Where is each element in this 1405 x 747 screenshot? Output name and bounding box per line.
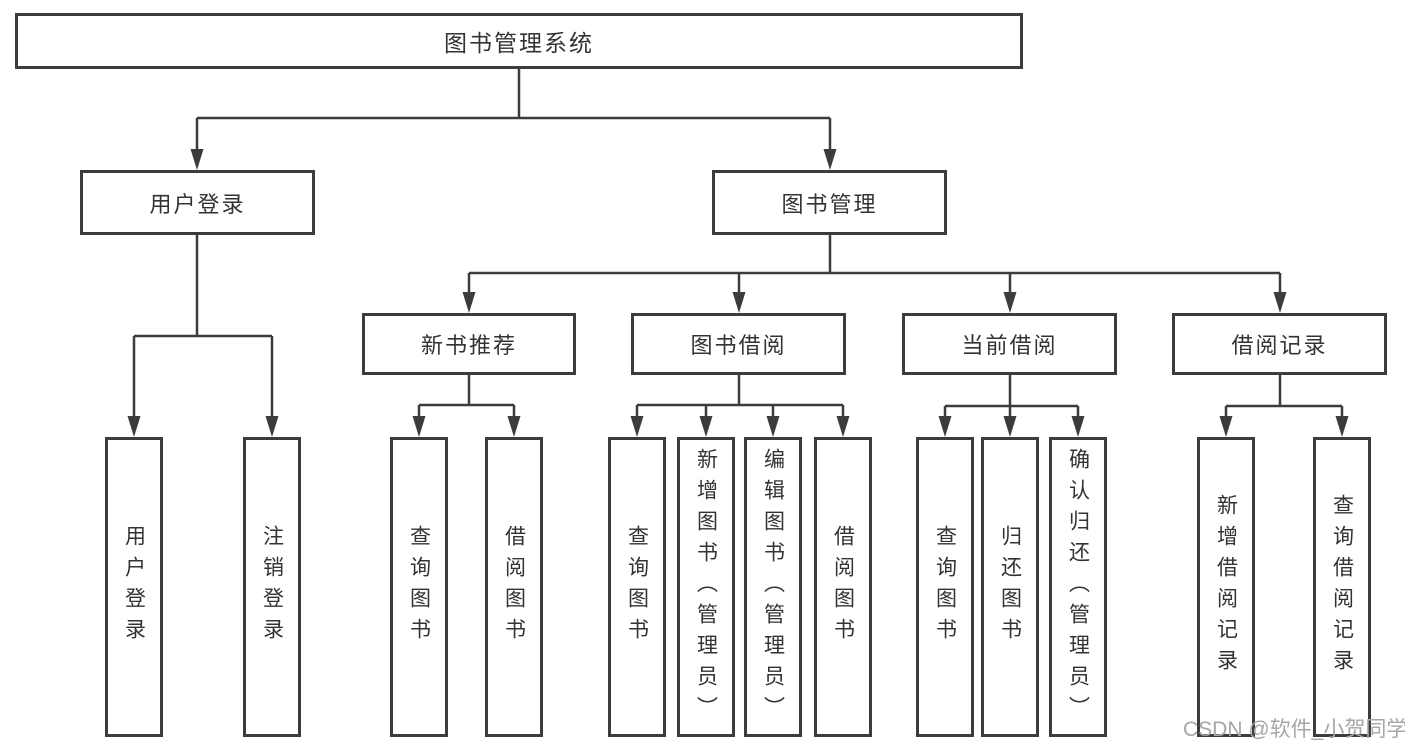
- leaf-query-borrow-record-label: 查询借阅记录: [1330, 494, 1354, 680]
- leaf-logout-label: 注销登录: [260, 525, 284, 649]
- leaf-recommend-borrow-books: 借阅图书: [485, 437, 543, 737]
- node-borrow-records: 借阅记录: [1172, 313, 1387, 375]
- watermark-text: CSDN @软件_小贺同学: [1183, 718, 1405, 741]
- leaf-recommend-borrow-books-label: 借阅图书: [502, 525, 526, 649]
- node-borrow-records-label: 借阅记录: [1231, 333, 1328, 358]
- node-root: 图书管理系统: [15, 13, 1023, 69]
- leaf-recommend-query-books: 查询图书: [390, 437, 448, 737]
- node-book-management: 图书管理: [712, 170, 947, 235]
- leaf-borrow-query-books-label: 查询图书: [625, 525, 649, 649]
- leaf-current-query-books-label: 查询图书: [933, 525, 957, 649]
- leaf-user-login-label: 用户登录: [122, 525, 146, 649]
- leaf-return-book: 归还图书: [981, 437, 1039, 737]
- leaf-edit-book-admin: 编辑图书（管理员）: [744, 437, 802, 737]
- leaf-recommend-query-books-label: 查询图书: [407, 525, 431, 649]
- leaf-return-book-label: 归还图书: [998, 525, 1022, 649]
- leaf-logout: 注销登录: [243, 437, 301, 737]
- node-root-label: 图书管理系统: [444, 30, 594, 56]
- node-book-borrow-label: 图书借阅: [690, 333, 787, 358]
- leaf-add-borrow-record-label: 新增借阅记录: [1214, 494, 1238, 680]
- node-user-login: 用户登录: [80, 170, 315, 235]
- leaf-borrow-books-label: 借阅图书: [831, 525, 855, 649]
- node-book-borrow: 图书借阅: [631, 313, 846, 375]
- leaf-user-login: 用户登录: [105, 437, 163, 737]
- node-current-borrow: 当前借阅: [902, 313, 1117, 375]
- node-user-login-label: 用户登录: [149, 191, 246, 217]
- node-current-borrow-label: 当前借阅: [961, 333, 1058, 358]
- leaf-add-book-admin-label: 新增图书（管理员）: [694, 447, 718, 727]
- node-new-book-recommend-label: 新书推荐: [420, 333, 517, 358]
- leaf-add-borrow-record: 新增借阅记录: [1197, 437, 1255, 737]
- leaf-confirm-return-admin-label: 确认归还（管理员）: [1066, 447, 1090, 727]
- leaf-edit-book-admin-label: 编辑图书（管理员）: [761, 447, 785, 727]
- node-book-management-label: 图书管理: [781, 191, 878, 217]
- node-new-book-recommend: 新书推荐: [362, 313, 576, 375]
- leaf-borrow-query-books: 查询图书: [608, 437, 666, 737]
- leaf-borrow-books: 借阅图书: [814, 437, 872, 737]
- leaf-confirm-return-admin: 确认归还（管理员）: [1049, 437, 1107, 737]
- leaf-add-book-admin: 新增图书（管理员）: [677, 437, 735, 737]
- leaf-query-borrow-record: 查询借阅记录: [1313, 437, 1371, 737]
- leaf-current-query-books: 查询图书: [916, 437, 974, 737]
